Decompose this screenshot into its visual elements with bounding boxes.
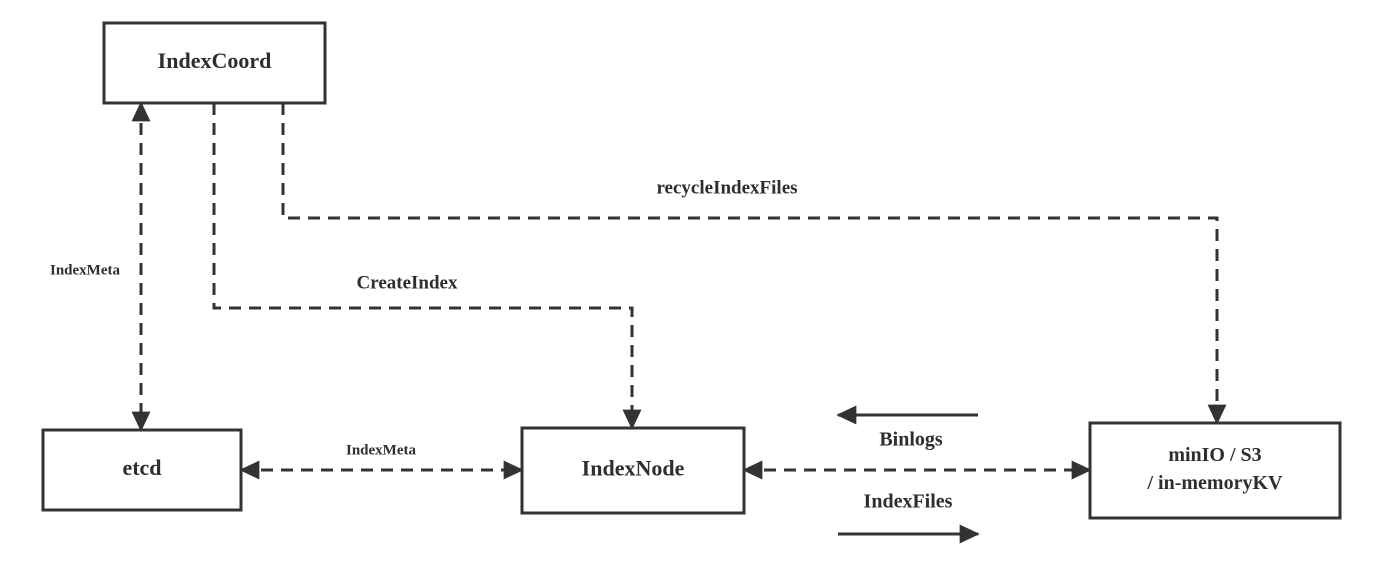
node-box-indexnode[interactable] [520,426,746,515]
edge-label-createindex-coord-indexnode: CreateIndex [357,272,458,293]
node-indexnode[interactable]: IndexNode [520,426,746,515]
node-box-indexcoord[interactable] [102,21,327,105]
node-indexcoord[interactable]: IndexCoord [102,21,327,105]
node-label-indexnode: IndexNode [582,456,685,481]
nodes-layer: IndexCoord etcd IndexNode minIO / S3 / in-me… [41,21,1342,520]
node-minio[interactable]: minIO / S3 / in-memoryKV [1088,421,1342,520]
edge-label-indexmeta-coord-etcd: IndexMeta [50,262,120,278]
edge-label-indexfiles-indexnode-minio: IndexFiles [864,491,953,513]
edge-label-recycleindexfiles-coord-minio: recycleIndexFiles [656,177,797,198]
edges-layer [131,101,1227,544]
edge-path-recycleindexfiles-coord-minio [281,103,1227,425]
edge-labels-layer: IndexMetaCreateIndexrecycleIndexFilesInd… [50,177,953,512]
edge-label-binlogs-arrow: Binlogs [879,429,943,451]
node-label-minio: minIO / S3 [1168,444,1261,466]
node-label-etcd: etcd [122,455,161,480]
node-box-minio[interactable] [1088,421,1342,520]
node-box-etcd[interactable] [41,428,243,512]
edge-path-createindex-coord-indexnode [212,103,642,430]
node-label-indexcoord: IndexCoord [158,48,272,73]
edge-recycleindexfiles-coord-minio [281,103,1227,425]
node-label-minio: / in-memoryKV [1147,472,1284,494]
node-etcd[interactable]: etcd [41,428,243,512]
edge-createindex-coord-indexnode [212,103,642,430]
edge-label-indexmeta-etcd-indexnode: IndexMeta [346,442,416,458]
